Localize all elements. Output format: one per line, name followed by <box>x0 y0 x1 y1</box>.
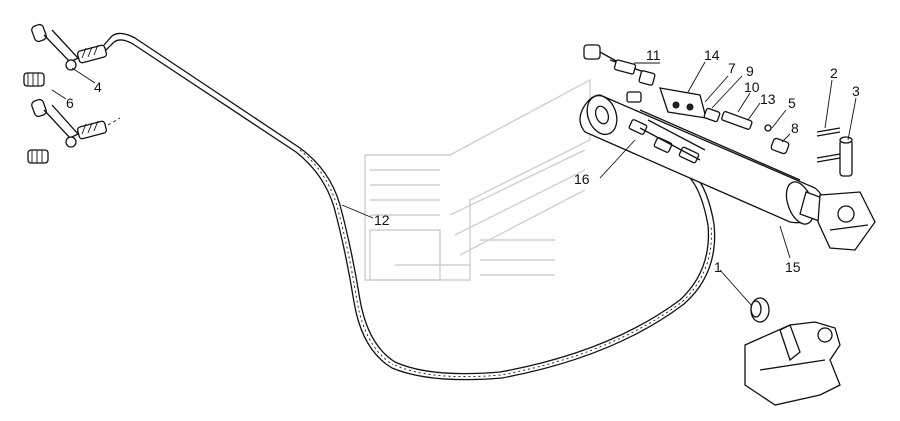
callout-4: 4 <box>94 79 102 95</box>
callout-13: 13 <box>760 91 776 107</box>
callout-5: 5 <box>788 95 796 111</box>
hydraulic-hose-12 <box>103 32 716 381</box>
cotter-pins-2 <box>816 127 841 163</box>
leader-lines <box>51 61 857 307</box>
watermark-logo <box>364 78 591 281</box>
pin-3 <box>839 136 853 177</box>
callout-10: 10 <box>744 79 760 95</box>
mounting-bracket <box>744 321 841 406</box>
bushing-1 <box>750 297 770 323</box>
callout-11: 11 <box>646 47 661 63</box>
callout-7: 7 <box>728 60 736 76</box>
fittings-row <box>583 44 790 164</box>
callout-2: 2 <box>830 65 838 81</box>
callout-16: 16 <box>574 171 590 187</box>
callout-12: 12 <box>374 212 390 228</box>
valve-block-14 <box>659 87 707 119</box>
callout-9: 9 <box>746 63 754 79</box>
callout-3: 3 <box>852 83 860 99</box>
callout-1: 1 <box>714 259 722 275</box>
callout-15: 15 <box>785 259 801 275</box>
callout-8: 8 <box>791 120 799 136</box>
quick-coupling-lower <box>27 98 121 164</box>
quick-coupling-upper <box>23 23 108 87</box>
callout-14: 14 <box>704 47 720 63</box>
callout-labels: 4 6 11 14 7 9 10 13 5 8 2 3 16 12 15 1 <box>66 47 860 275</box>
callout-6: 6 <box>66 95 74 111</box>
